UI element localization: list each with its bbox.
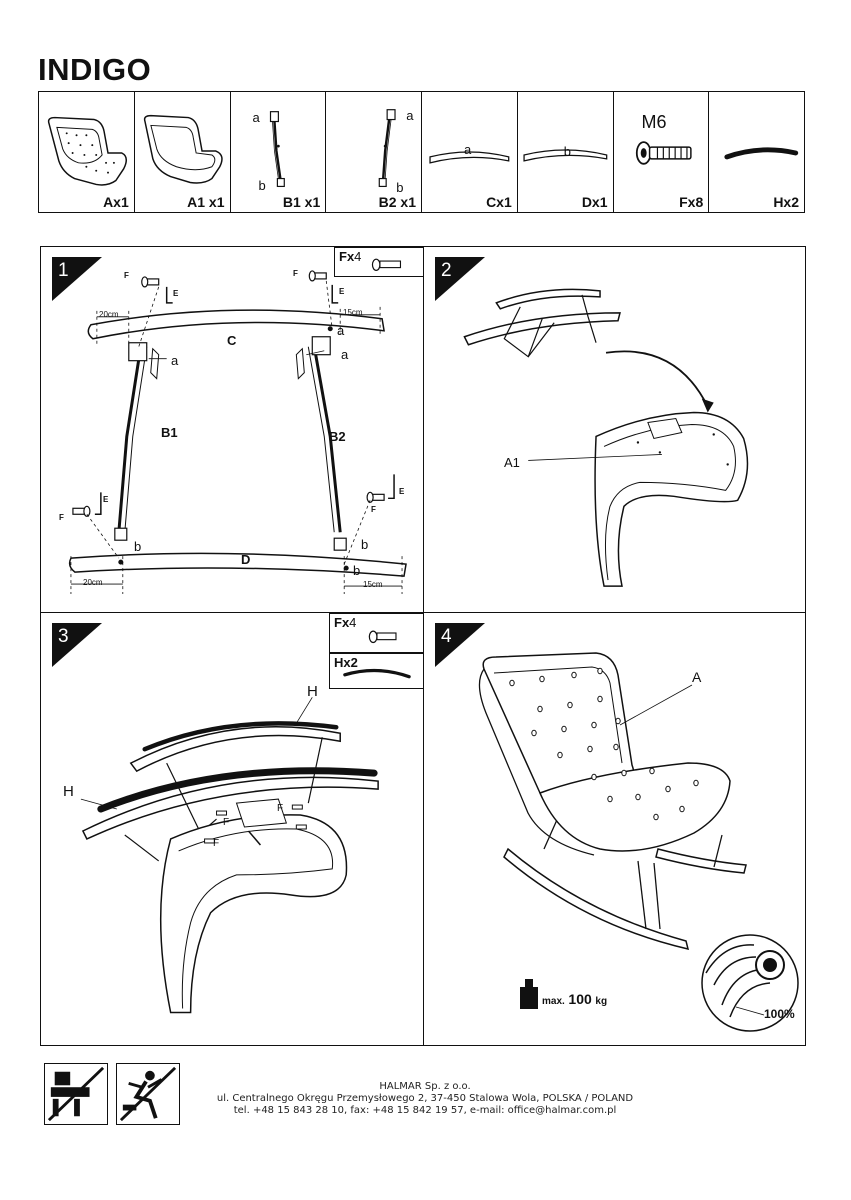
key-e-tag: E: [103, 495, 109, 504]
no-sitting-on-edge-icon: [44, 1063, 108, 1125]
fx-hardware-box: Fx4: [334, 247, 424, 277]
strut-b1-label: B1: [161, 425, 178, 440]
company-info: HALMAR Sp. z o.o. ul. Centralnego Okręgu…: [190, 1081, 660, 1117]
frame-assembly-drawing: [68, 270, 407, 595]
part-label: Ax1: [103, 194, 129, 210]
step-number: 3: [58, 626, 69, 647]
distance-label: 20cm: [83, 578, 103, 587]
bolt-f-tag: F: [59, 513, 64, 522]
bolt-f-tag: F: [124, 271, 129, 280]
tag-a: a: [337, 323, 345, 338]
part-a1: A1 x1: [135, 92, 231, 212]
tag-b: b: [134, 539, 142, 554]
part-f: M6 Fx8: [614, 92, 710, 212]
seat-shell-icon: [143, 114, 223, 184]
rail-tag: b: [563, 144, 571, 159]
bolt-f-tag: F: [223, 817, 230, 828]
part-label: Hx2: [773, 194, 799, 210]
bolt-icon: [371, 258, 402, 272]
tag-a: a: [171, 353, 179, 368]
part-b1: a b B1 x1: [231, 92, 327, 212]
hx-label: Hx2: [334, 655, 358, 670]
pad-h-label: H: [63, 783, 74, 800]
step-number: 4: [441, 626, 452, 647]
bolt-f-tag: F: [293, 269, 298, 278]
company-contact: tel. +48 15 843 28 10, fax: +48 15 842 1…: [233, 1105, 617, 1116]
part-label: Fx8: [679, 194, 704, 210]
bolt-f-tag: F: [213, 838, 220, 849]
part-b2: a b B2 x1: [326, 92, 422, 212]
step-number: 1: [58, 260, 69, 281]
bolt-f-tag: F: [371, 505, 376, 514]
armrest-pad-icon: [724, 147, 799, 160]
strut-b2-label: B2: [329, 429, 346, 444]
rail-icon: [523, 149, 608, 162]
rail-icon: [429, 151, 510, 164]
parts-list: Ax1 A1 x1 a b B1 x1 a b B2 x1: [38, 91, 805, 213]
bolt-icon: [635, 141, 692, 165]
step-4: 4 A max. 100 kg 100%: [424, 613, 806, 1045]
document-title: INDIGO: [38, 52, 152, 87]
step-number-badge: 3: [52, 623, 102, 667]
part-label: B1 x1: [282, 194, 321, 210]
part-h: Hx2: [709, 92, 804, 212]
strut-bottom-tag: b: [396, 180, 404, 195]
bolt-icon: [368, 630, 397, 644]
part-a: Ax1: [39, 92, 135, 212]
key-e-tag: E: [173, 289, 179, 298]
tag-b: b: [361, 537, 369, 552]
assembly-steps: 1 Fx4 C D B1 B2 a a a b b b F F F F E E …: [40, 246, 806, 1046]
part-d: b Dx1: [518, 92, 614, 212]
tag-a: a: [341, 347, 349, 362]
rail-tag: a: [464, 142, 472, 157]
strut-top-tag: a: [252, 110, 260, 125]
step-1: 1 Fx4 C D B1 B2 a a a b b b F F F F E E …: [41, 247, 424, 613]
fx-label: Fx4: [334, 615, 357, 630]
strut-top-tag: a: [406, 108, 414, 123]
bolt-f-tag: F: [277, 803, 284, 814]
finished-chair-drawing: [478, 652, 799, 1032]
no-rocking-jump-icon: [116, 1063, 180, 1125]
bolt-size: M6: [641, 112, 667, 132]
distance-label: 20cm: [99, 310, 119, 319]
distance-label: 15cm: [363, 580, 383, 589]
seat-cushion-icon: [47, 116, 127, 186]
hx-hardware-box: Hx2: [329, 653, 424, 689]
armrest-pads-drawing: [80, 697, 379, 1014]
pad-h-label: H: [307, 683, 318, 700]
side-strut-icon: [269, 111, 285, 188]
part-label: B2 x1: [378, 194, 416, 210]
step-2: 2 A1: [424, 247, 806, 613]
tighten-label: 100%: [764, 1007, 795, 1021]
key-e-tag: E: [399, 487, 405, 496]
armrest-pad-icon: [343, 668, 411, 679]
seat-a-label: A: [692, 669, 702, 685]
weight-icon: [520, 979, 538, 1009]
key-e-tag: E: [339, 287, 345, 296]
fx-hardware-box: Fx4: [329, 613, 424, 653]
max-load: max. 100 kg: [542, 991, 608, 1007]
step-number: 2: [441, 260, 452, 281]
step-number-badge: 4: [435, 623, 485, 667]
tag-b: b: [353, 563, 361, 578]
part-label: Dx1: [581, 194, 608, 210]
frame-to-seat-drawing: [463, 288, 749, 587]
distance-label: 15cm: [343, 308, 363, 317]
step-number-badge: 1: [52, 257, 102, 301]
step-3: 3 Fx4 Hx2 H H F F F: [41, 613, 424, 1045]
part-label: Cx1: [486, 194, 512, 210]
rail-d-label: D: [241, 552, 251, 567]
side-strut-icon: [378, 109, 396, 188]
company-address: ul. Centralnego Okręgu Przemysłowego 2, …: [216, 1093, 634, 1104]
seat-a1-label: A1: [504, 455, 520, 470]
step-number-badge: 2: [435, 257, 485, 301]
fx-label: Fx4: [339, 249, 362, 264]
rail-c-label: C: [227, 333, 237, 348]
part-label: A1 x1: [187, 194, 225, 210]
part-c: a Cx1: [422, 92, 518, 212]
company-name: HALMAR Sp. z o.o.: [379, 1081, 471, 1092]
safety-warnings: [44, 1063, 186, 1127]
strut-bottom-tag: b: [258, 178, 266, 193]
